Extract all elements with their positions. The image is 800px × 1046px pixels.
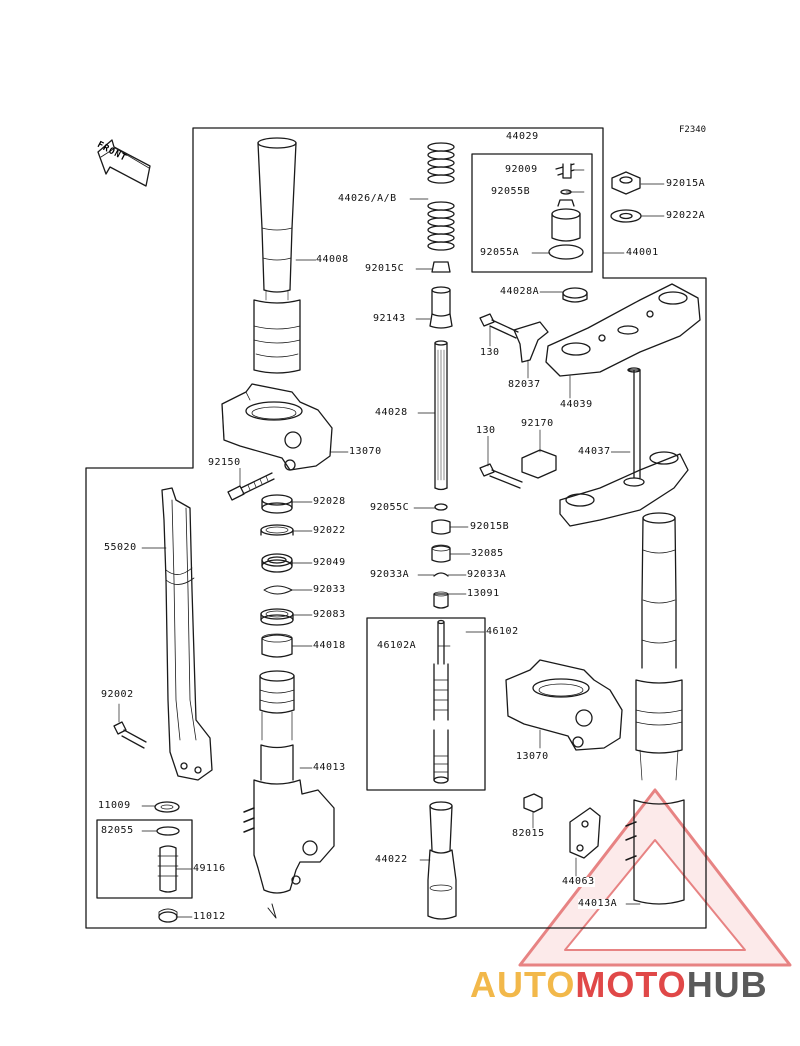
bracket-13070-upper (221, 383, 333, 471)
seal-44028A (562, 287, 588, 299)
valve-49116 (156, 826, 180, 893)
bracket-44063 (569, 807, 601, 859)
label-49116: 49116 (193, 863, 226, 874)
bracket-13070-lower (505, 659, 623, 751)
label-130-lower: 130 (476, 425, 496, 436)
label-44026: 44026/A/B (338, 193, 397, 204)
label-55020: 55020 (104, 542, 137, 553)
fork-right-44013A (625, 512, 685, 905)
label-44063: 44063 (562, 876, 595, 887)
label-82015: 82015 (512, 828, 545, 839)
label-92049: 92049 (313, 557, 346, 568)
label-32085: 32085 (471, 548, 504, 559)
cap-11012 (158, 911, 178, 923)
label-92170: 92170 (521, 418, 554, 429)
diagram-frame (85, 127, 707, 929)
label-44039: 44039 (560, 399, 593, 410)
clip-92033A (433, 572, 449, 577)
watermark-part2: MOTO (575, 964, 687, 1005)
label-44028A: 44028A (500, 286, 540, 297)
label-92028: 92028 (313, 496, 346, 507)
label-44029: 44029 (506, 131, 539, 142)
ring-stack-left (260, 494, 294, 658)
nut-92015B (431, 519, 451, 535)
guide-92170 (521, 449, 557, 479)
label-92033A-right: 92033A (467, 569, 507, 580)
label-92015C: 92015C (365, 263, 405, 274)
watermark-part1: AUTO (470, 964, 576, 1005)
label-13091: 13091 (467, 588, 500, 599)
label-44008: 44008 (316, 254, 349, 265)
piston-32085 (431, 545, 451, 563)
collar-92143 (429, 286, 453, 329)
ring-92055C (434, 503, 448, 511)
label-92022A: 92022A (666, 210, 706, 221)
washer-11009 (154, 801, 180, 813)
upper-bracket-44039 (545, 283, 701, 377)
watermark-text: AUTOMOTOHUB (470, 965, 768, 1005)
washer-92022A (610, 209, 642, 223)
damper-rod-44028 (434, 340, 448, 491)
figure-id: F2340 (679, 125, 707, 135)
label-44001: 44001 (626, 247, 659, 258)
valve-13091 (433, 593, 449, 609)
bolt-130-upper (479, 313, 519, 339)
label-92055B: 92055B (491, 186, 531, 197)
watermark-triangle (518, 788, 792, 967)
label-92022: 92022 (313, 525, 346, 536)
label-44028: 44028 (375, 407, 408, 418)
label-44013A: 44013A (578, 898, 618, 909)
bolt-130-lower (479, 463, 523, 489)
spring-44026 (427, 142, 455, 251)
box-44029 (471, 153, 593, 273)
label-92033: 92033 (313, 584, 346, 595)
label-44022: 44022 (375, 854, 408, 865)
label-11009: 11009 (98, 800, 131, 811)
label-13070-lower: 13070 (516, 751, 549, 762)
cylinder-base-44022 (427, 801, 457, 920)
front-arrow (97, 139, 151, 187)
label-44037: 44037 (578, 446, 611, 457)
label-92055A: 92055A (480, 247, 520, 258)
fork-slider-44013 (243, 670, 335, 919)
label-92055C: 92055C (370, 502, 410, 513)
label-82055: 82055 (101, 825, 134, 836)
leader-lines (118, 169, 665, 918)
label-92015A: 92015A (666, 178, 706, 189)
fork-guard-55020 (161, 487, 213, 781)
label-13070-upper: 13070 (349, 446, 382, 457)
label-11012: 11012 (193, 911, 226, 922)
label-44018: 44018 (313, 640, 346, 651)
bolt-92002 (113, 721, 147, 749)
box-46102 (366, 617, 486, 791)
box-49116 (96, 819, 193, 899)
nut-92015A (611, 171, 641, 195)
label-82037: 82037 (508, 379, 541, 390)
cap-44029 (548, 163, 584, 260)
label-92143: 92143 (373, 313, 406, 324)
nut-92015C (431, 261, 451, 273)
label-92009: 92009 (505, 164, 538, 175)
cylinder-46102A (433, 619, 449, 784)
label-46102: 46102 (486, 626, 519, 637)
label-44013: 44013 (313, 762, 346, 773)
clamp-82037 (513, 321, 549, 363)
nut-82015 (523, 793, 543, 813)
label-92033A-left: 92033A (370, 569, 410, 580)
label-92150: 92150 (208, 457, 241, 468)
label-92015B: 92015B (470, 521, 510, 532)
label-92083: 92083 (313, 609, 346, 620)
label-46102A: 46102A (377, 640, 417, 651)
bolt-92150 (227, 472, 275, 501)
lower-bracket-44037 (559, 367, 689, 527)
label-92002: 92002 (101, 689, 134, 700)
fork-tube-44008 (253, 137, 301, 374)
watermark-part3: HUB (686, 964, 768, 1005)
label-130-upper: 130 (480, 347, 500, 358)
